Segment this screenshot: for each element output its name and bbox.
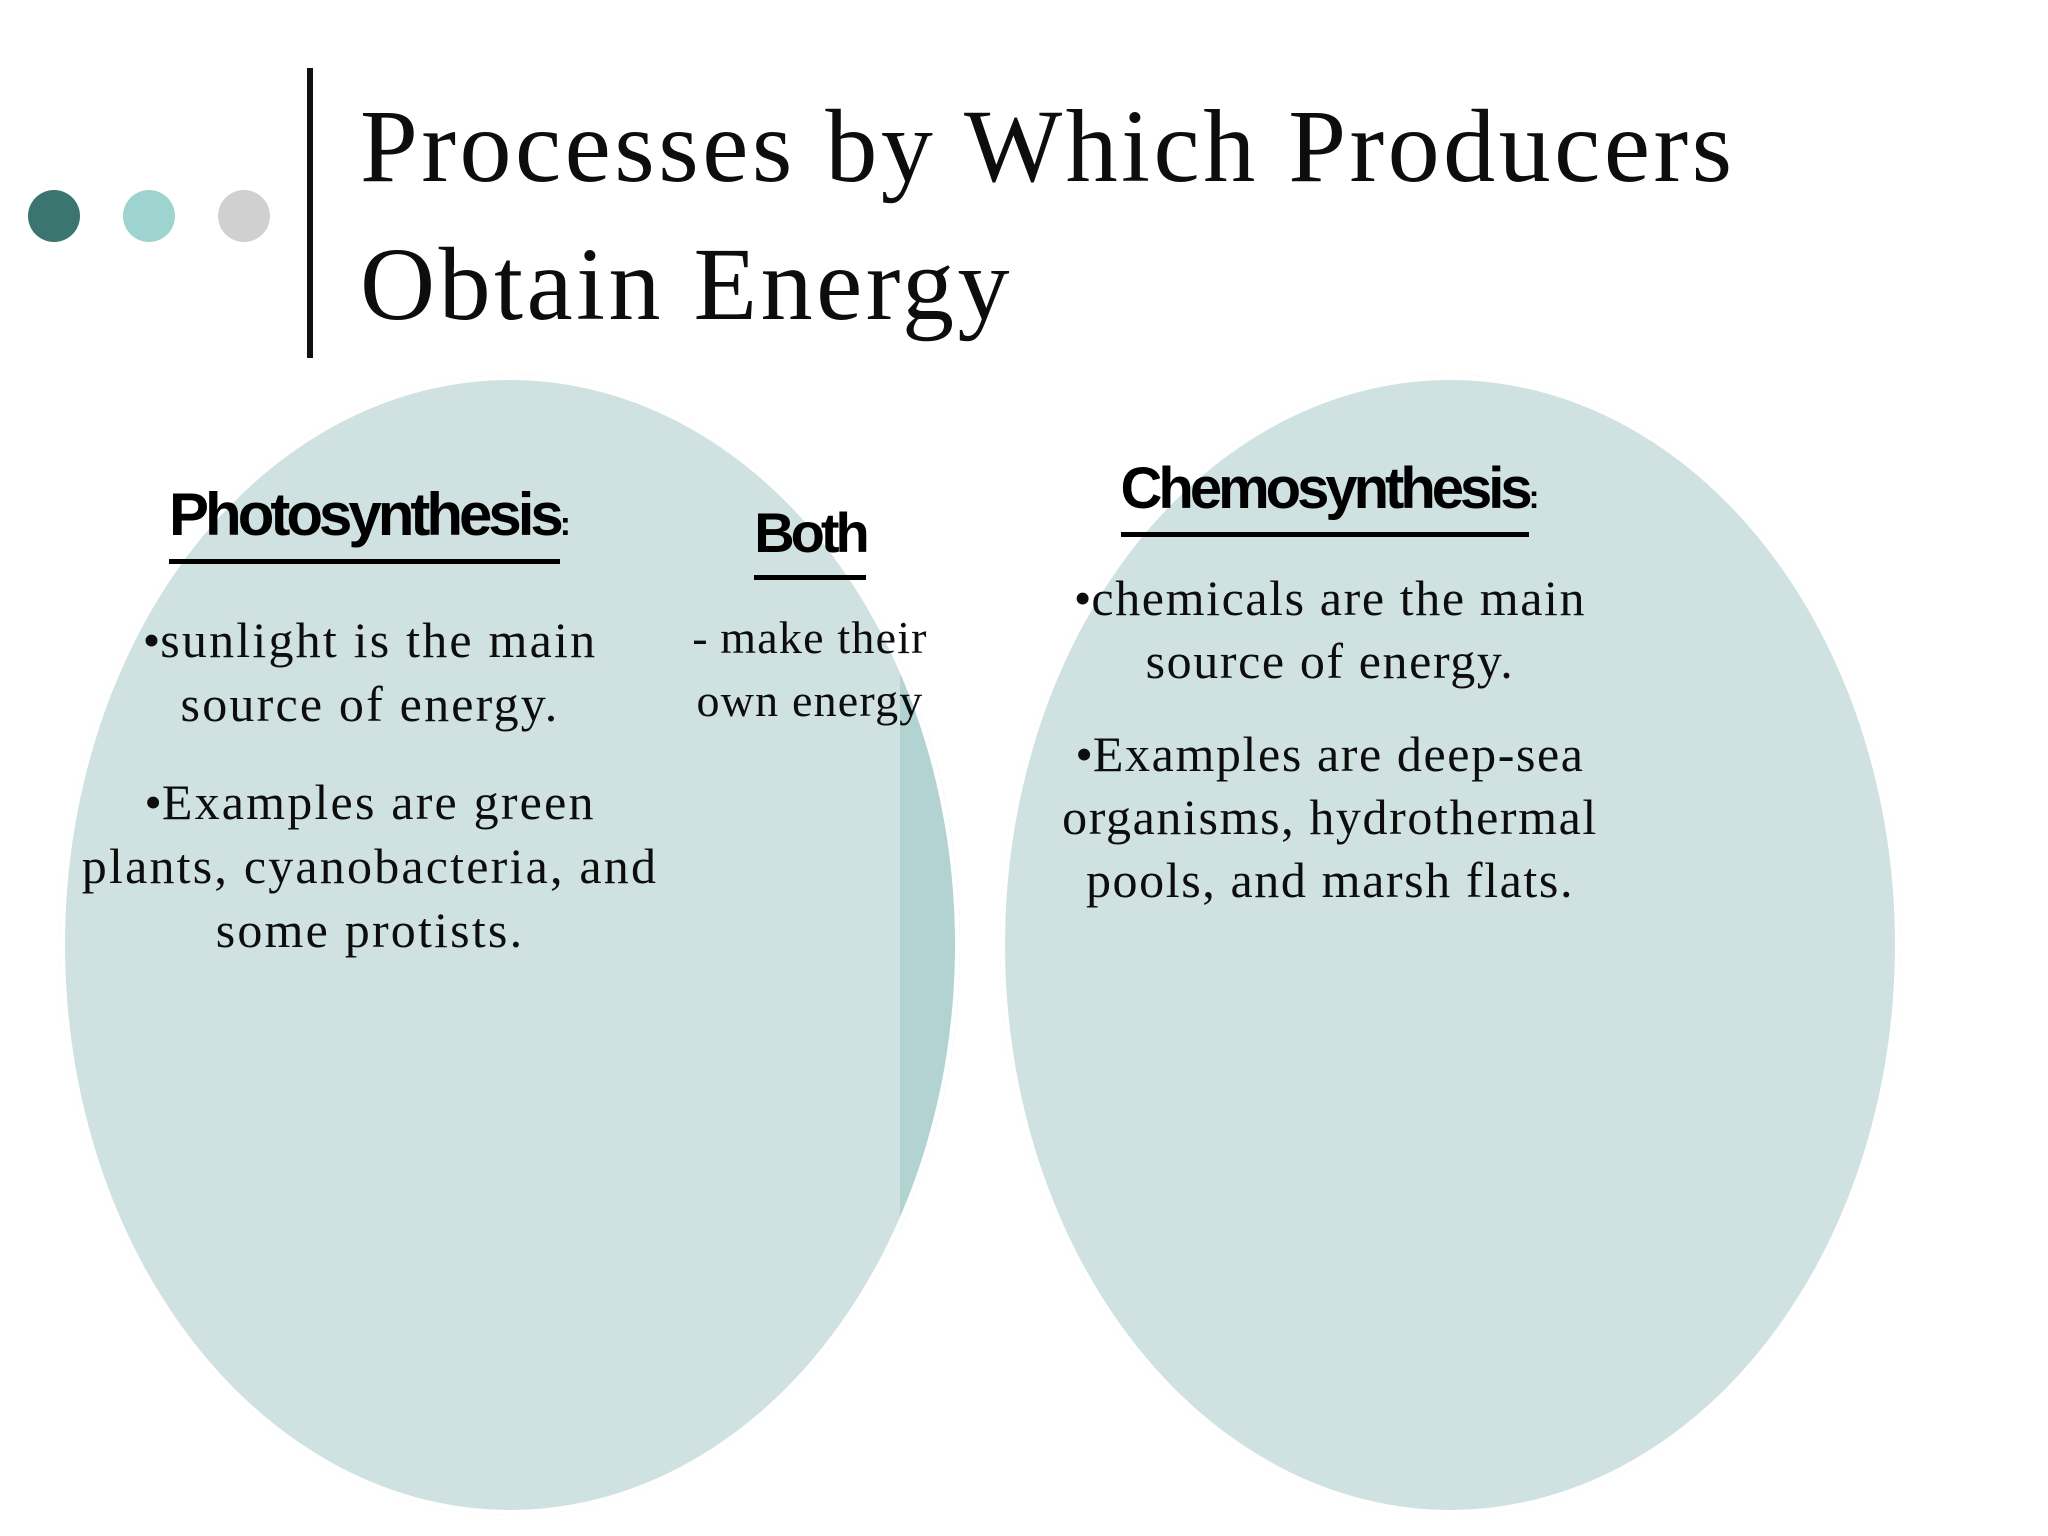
list-item: •Examples are green plants, cyanobacteri… <box>75 770 665 962</box>
venn-diagram: Photosynthesis: •sunlight is the main so… <box>0 350 2048 1536</box>
bullet-marker-icon: • <box>1075 726 1093 782</box>
bullet-marker-icon: • <box>142 612 161 668</box>
list-item: •chemicals are the main source of energy… <box>1020 567 1640 693</box>
bullet-marker-icon: - <box>692 612 708 663</box>
venn-overlap-region <box>900 375 1060 1515</box>
both-heading: Both <box>754 500 870 580</box>
list-item-text: Examples are deep-sea organisms, hydroth… <box>1062 726 1598 908</box>
list-item-text: Examples are green plants, cyanobacteria… <box>81 774 659 958</box>
both-bullet-list: - make their own energy <box>660 606 960 733</box>
dot-dark-teal-icon <box>28 190 80 242</box>
chemosynthesis-heading-text: Chemosynthesis <box>1120 455 1533 537</box>
chemosynthesis-heading-colon: : <box>1528 479 1540 515</box>
list-item: •sunlight is the main source of energy. <box>75 608 665 736</box>
list-item-text: make their own energy <box>696 612 928 727</box>
dot-gray-icon <box>218 190 270 242</box>
dot-light-teal-icon <box>123 190 175 242</box>
photosynthesis-bullet-list: •sunlight is the main source of energy. … <box>75 608 665 962</box>
list-item-text: chemicals are the main source of energy. <box>1091 570 1587 689</box>
chemosynthesis-bullet-list: •chemicals are the main source of energy… <box>1020 567 1640 912</box>
venn-circle-right <box>1000 375 1900 1515</box>
list-item: - make their own energy <box>660 606 960 733</box>
photosynthesis-heading: Photosynthesis: <box>169 480 571 564</box>
chemosynthesis-heading: Chemosynthesis: <box>1120 455 1540 537</box>
slide-header: Processes by Which Producers Obtain Ener… <box>0 0 2048 370</box>
list-item: •Examples are deep-sea organisms, hydrot… <box>1020 723 1640 912</box>
page-title: Processes by Which Producers Obtain Ener… <box>360 89 1736 343</box>
both-heading-text: Both <box>754 500 870 580</box>
title-vertical-rule <box>307 68 313 358</box>
bullet-marker-icon: • <box>144 774 162 830</box>
decorative-dots <box>28 190 270 250</box>
photosynthesis-heading-text: Photosynthesis <box>169 480 564 564</box>
bullet-marker-icon: • <box>1073 570 1092 626</box>
photosynthesis-heading-colon: : <box>559 506 571 543</box>
venn-panel-chemosynthesis: Chemosynthesis: •chemicals are the main … <box>1020 455 1640 942</box>
venn-panel-photosynthesis: Photosynthesis: •sunlight is the main so… <box>75 480 665 996</box>
venn-circle-left <box>60 375 960 1515</box>
venn-panel-both: Both - make their own energy <box>660 500 960 733</box>
list-item-text: sunlight is the main source of energy. <box>160 612 598 732</box>
